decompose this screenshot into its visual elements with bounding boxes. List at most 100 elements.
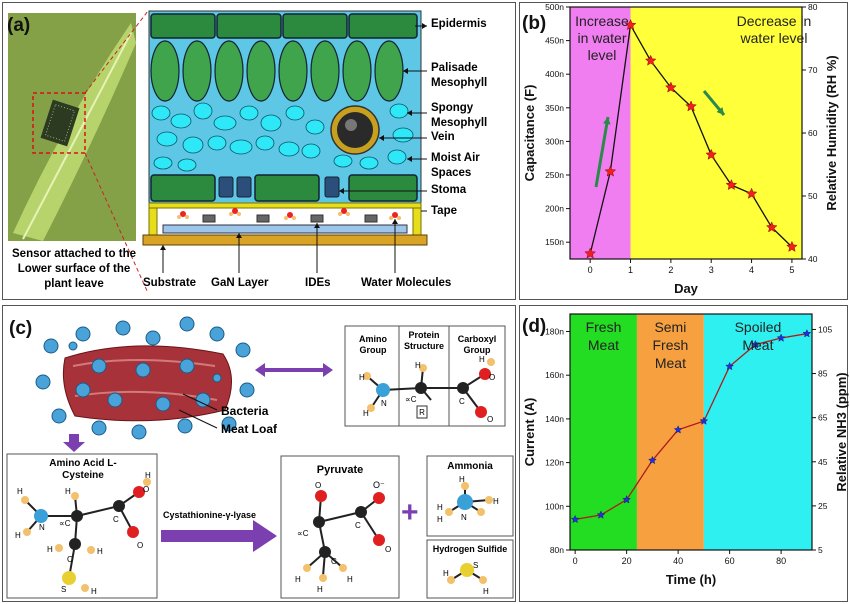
label-moist-air-spaces: Moist Air Spaces xyxy=(431,152,480,179)
svg-text:H: H xyxy=(359,373,365,382)
svg-text:H: H xyxy=(145,471,151,480)
series-line xyxy=(574,333,808,521)
svg-text:O: O xyxy=(489,373,495,382)
svg-text:∝C: ∝C xyxy=(59,519,71,528)
zoom-line-top xyxy=(84,10,149,94)
svg-text:H: H xyxy=(437,503,443,512)
label-gan-layer: GaN Layer xyxy=(211,277,269,289)
svg-text:H: H xyxy=(295,575,301,584)
trend-arrow-head-0 xyxy=(603,117,611,125)
label-water-molecules: Water Molecules xyxy=(361,277,452,289)
down-arrow xyxy=(63,434,85,452)
stoma xyxy=(218,176,340,198)
svg-text:H: H xyxy=(459,475,465,484)
data-point xyxy=(786,240,798,252)
x-tick-label: 80 xyxy=(776,556,786,566)
y2-tick-label: 70 xyxy=(808,65,818,75)
plus-sign: + xyxy=(401,496,419,529)
x-tick-label: 0 xyxy=(588,265,593,275)
data-point xyxy=(570,514,580,524)
svg-text:H: H xyxy=(479,355,485,364)
y-tick-label: 120n xyxy=(545,458,564,468)
svg-text:H: H xyxy=(415,361,421,370)
svg-text:O: O xyxy=(137,541,143,550)
x-tick-label: 5 xyxy=(789,265,794,275)
x-tick-label: 60 xyxy=(725,556,735,566)
trend-arrow-0 xyxy=(594,116,610,188)
svg-text:N: N xyxy=(39,523,45,532)
water-molecules xyxy=(177,208,401,220)
region-label-1: Meat xyxy=(655,355,686,371)
x-axis-label: Day xyxy=(674,281,699,296)
data-point xyxy=(750,339,760,349)
region-label-1: Semi xyxy=(654,319,686,335)
y-tick-label: 180n xyxy=(545,326,564,336)
photo-caption: Sensor attached to the Lower surface of … xyxy=(12,248,136,290)
x-tick-label: 1 xyxy=(628,265,633,275)
meat-loaf xyxy=(62,345,232,422)
svg-text:H: H xyxy=(493,497,499,506)
panel-c-figure: R ∝C C N H H H H O O xyxy=(6,316,514,599)
region-label-0: Fresh xyxy=(586,319,622,335)
svg-text:H: H xyxy=(363,409,369,418)
x-tick-label: 20 xyxy=(622,556,632,566)
hydrogen-sulfide-box: HS H xyxy=(426,539,514,599)
svg-text:H: H xyxy=(65,487,71,496)
region-band-1 xyxy=(636,314,704,550)
label-palisade-mesophyll: Palisade Mesophyll xyxy=(431,62,488,89)
data-point xyxy=(699,416,709,425)
svg-text:H: H xyxy=(17,487,23,496)
label-epidermis: Epidermis xyxy=(431,18,487,30)
label-ides: IDEs xyxy=(305,277,331,289)
x-tick-label: 4 xyxy=(749,265,754,275)
leaf-cross-section xyxy=(148,10,422,206)
y2-tick-label: 65 xyxy=(818,413,828,423)
panel-c: R ∝C C N H H H H O O xyxy=(2,305,516,602)
y-tick-label: 80n xyxy=(550,545,564,555)
svg-text:C: C xyxy=(355,521,361,530)
data-point xyxy=(725,361,735,371)
label-vein: Vein xyxy=(431,131,455,143)
y-tick-label: 140n xyxy=(545,414,564,424)
x-tick-label: 0 xyxy=(573,556,578,566)
panel-a: (a) Sensor attached to the Lower surface… xyxy=(2,2,516,300)
pyruvate-label: Pyruvate xyxy=(316,464,364,476)
data-point xyxy=(624,18,637,31)
y2-tick-label: 5 xyxy=(818,545,823,555)
region-label-increase: Increase in water level xyxy=(575,13,629,63)
amino-acid-title: Amino Acid L-Cysteine xyxy=(49,458,117,481)
panel-a-figure xyxy=(8,10,428,294)
label-substrate: Substrate xyxy=(143,277,197,289)
region-label-decrease: Decrease in water level xyxy=(736,13,812,46)
svg-text:H: H xyxy=(483,587,489,596)
region-label-0: Meat xyxy=(588,337,619,353)
svg-text:O: O xyxy=(315,481,321,490)
h2s-label: Hydrogen Sulfide xyxy=(432,544,508,554)
svg-text:R: R xyxy=(419,408,425,417)
y-axis-label: Current (A) xyxy=(522,398,537,467)
svg-text:N: N xyxy=(461,513,467,522)
svg-text:H: H xyxy=(443,569,449,578)
y-tick-label: 400n xyxy=(545,69,564,79)
y2-tick-label: 50 xyxy=(808,191,818,201)
gan-layer xyxy=(162,224,408,234)
x-tick-label: 40 xyxy=(673,556,683,566)
panel-d-tag: (d) xyxy=(522,316,547,337)
data-point xyxy=(596,510,606,519)
y2-axis-label: Relative NH3 (ppm) xyxy=(834,372,849,491)
data-point xyxy=(673,425,683,434)
header-amino-group: Amino Group xyxy=(359,334,387,355)
y-tick-label: 200n xyxy=(545,204,564,214)
label-stoma: Stoma xyxy=(431,184,467,196)
svg-text:H: H xyxy=(437,515,443,524)
svg-text:C: C xyxy=(459,397,465,406)
y-tick-label: 250n xyxy=(545,170,564,180)
data-point xyxy=(644,54,657,66)
y2-tick-label: 25 xyxy=(818,501,828,511)
svg-text:H: H xyxy=(91,587,97,596)
x-tick-label: 2 xyxy=(668,265,673,275)
sensor-stack xyxy=(142,202,428,246)
